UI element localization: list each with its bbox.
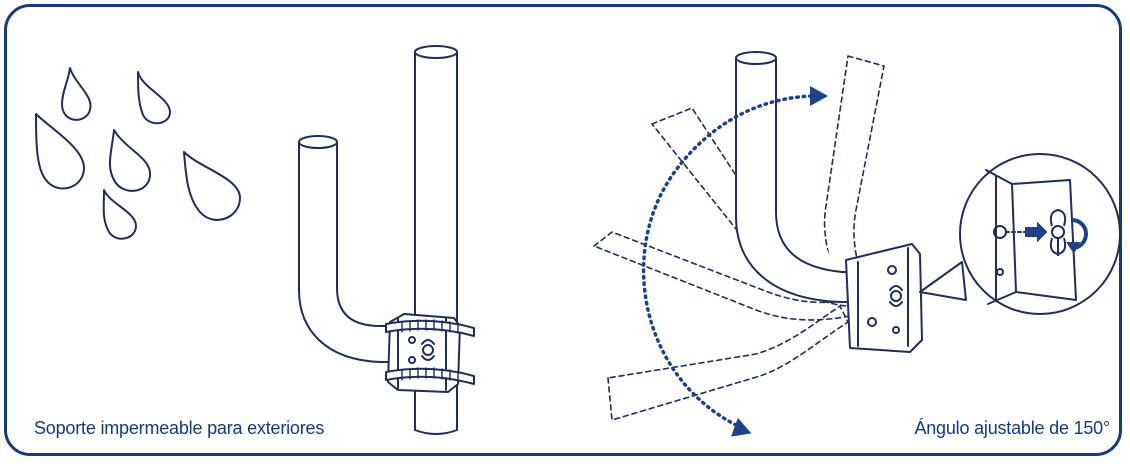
raindrop-icon <box>102 189 137 240</box>
raindrop-icon <box>137 71 171 125</box>
raindrop-icon <box>61 67 92 121</box>
j-arm <box>298 135 399 363</box>
mount-bracket <box>385 313 475 393</box>
raindrops-group <box>35 67 241 240</box>
raindrop-icon <box>108 129 152 192</box>
j-arm-right <box>735 51 853 303</box>
push-arrow-icon <box>1025 221 1048 243</box>
rotation-arrow-icon <box>641 86 828 437</box>
caption-angle: Ángulo ajustable de 150° <box>914 418 1110 438</box>
panel-frame <box>4 4 1122 456</box>
caption-waterproof: Soporte impermeable para exteriores <box>34 418 325 438</box>
rotate-arrow-icon <box>1066 218 1088 254</box>
raindrop-icon <box>35 113 85 190</box>
zoom-callout <box>919 153 1121 315</box>
raindrop-icon <box>183 151 241 221</box>
mount-bracket-right <box>845 243 923 353</box>
wing-nut-icon <box>1049 208 1067 256</box>
